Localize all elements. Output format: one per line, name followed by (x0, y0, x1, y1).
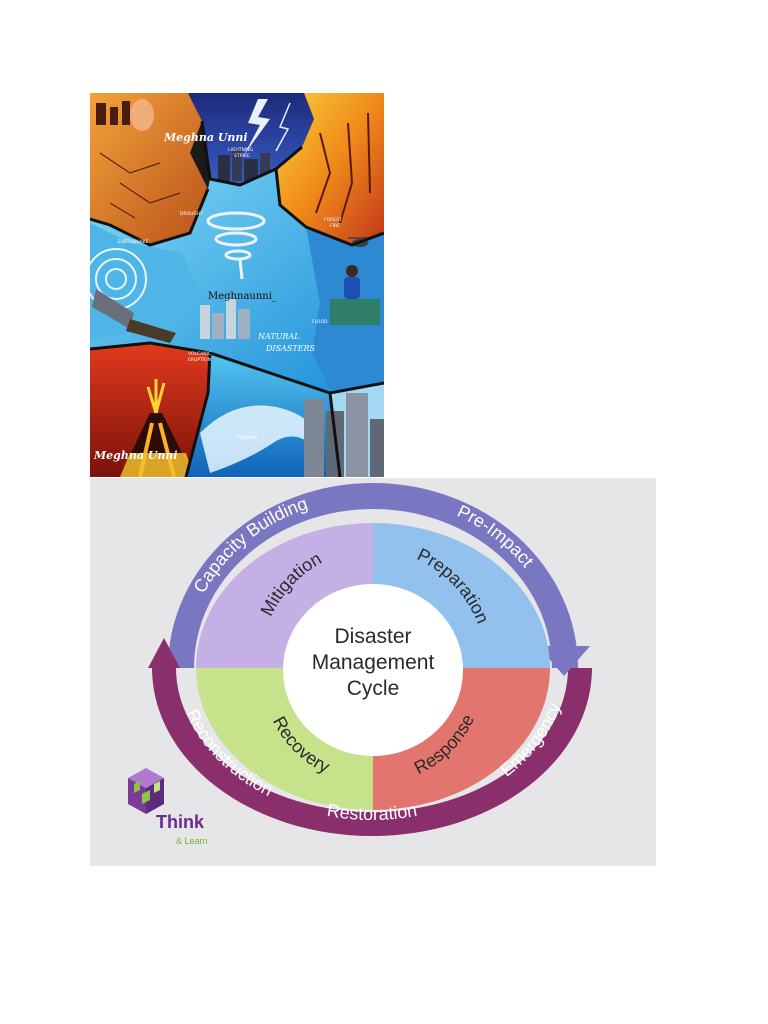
factory-icon (96, 99, 154, 131)
label-volcanic-1: VOLCANIC (188, 351, 211, 357)
ring-upper-arc (168, 483, 578, 668)
volcano-icon (120, 379, 194, 477)
natural-disasters-painting: Meghna Unni LIGHTNING STRIKE DROUGHT FOR… (90, 93, 384, 477)
center-title-line2: Management (312, 651, 435, 674)
cycle-canvas: Disaster Management Cycle Mitigation Pre… (128, 483, 592, 846)
center-circle (283, 584, 463, 756)
label-flood: FLOOD (312, 319, 328, 325)
label-lightning-1: LIGHTNING (228, 147, 254, 153)
cube-logo-icon (128, 768, 164, 814)
label-forest-fire-1: FOREST (324, 217, 342, 223)
wave-icon (200, 405, 313, 473)
signature-top: Meghna Unni (163, 131, 248, 144)
drought-panel (90, 93, 208, 245)
label-earthquake: EARTHQUAKE (118, 239, 149, 245)
center-title-line1: Disaster (334, 625, 411, 648)
tornado-icon (206, 211, 266, 280)
center-title-line3: Cycle (347, 677, 400, 700)
ring-lower-arc (152, 668, 592, 836)
city-center-icon (200, 299, 250, 339)
painting-title-2: DISASTERS (265, 344, 316, 353)
label-volcanic-2: ERUPTION (188, 357, 211, 363)
signature-bottom: Meghna Unni (93, 449, 178, 462)
arrow-head-left-icon (148, 638, 180, 668)
painting-canvas: Meghna Unni LIGHTNING STRIKE DROUGHT FOR… (90, 93, 384, 477)
label-drought: DROUGHT (180, 211, 203, 217)
volcano-panel (90, 343, 210, 477)
person-in-flood-icon (330, 265, 380, 325)
watermark: Meghnaunni_ (208, 291, 277, 302)
painting-title-1: NATURAL (257, 332, 300, 341)
think-learn-logo: Think & Learn (128, 768, 208, 846)
collapsed-building-icon (92, 289, 176, 343)
disaster-management-cycle-diagram: Disaster Management Cycle Mitigation Pre… (90, 478, 656, 866)
label-lightning-2: STRIKE (234, 153, 250, 159)
arrow-head-right-icon (538, 646, 590, 676)
city-buildings-icon (218, 149, 270, 181)
lightning-bolt-icon (244, 99, 270, 155)
logo-word: Think (156, 812, 205, 832)
label-tsunami: TSUNAMI (235, 435, 257, 441)
logo-sub: & Learn (176, 836, 208, 846)
label-forest-fire-2: FIRE (330, 223, 340, 229)
